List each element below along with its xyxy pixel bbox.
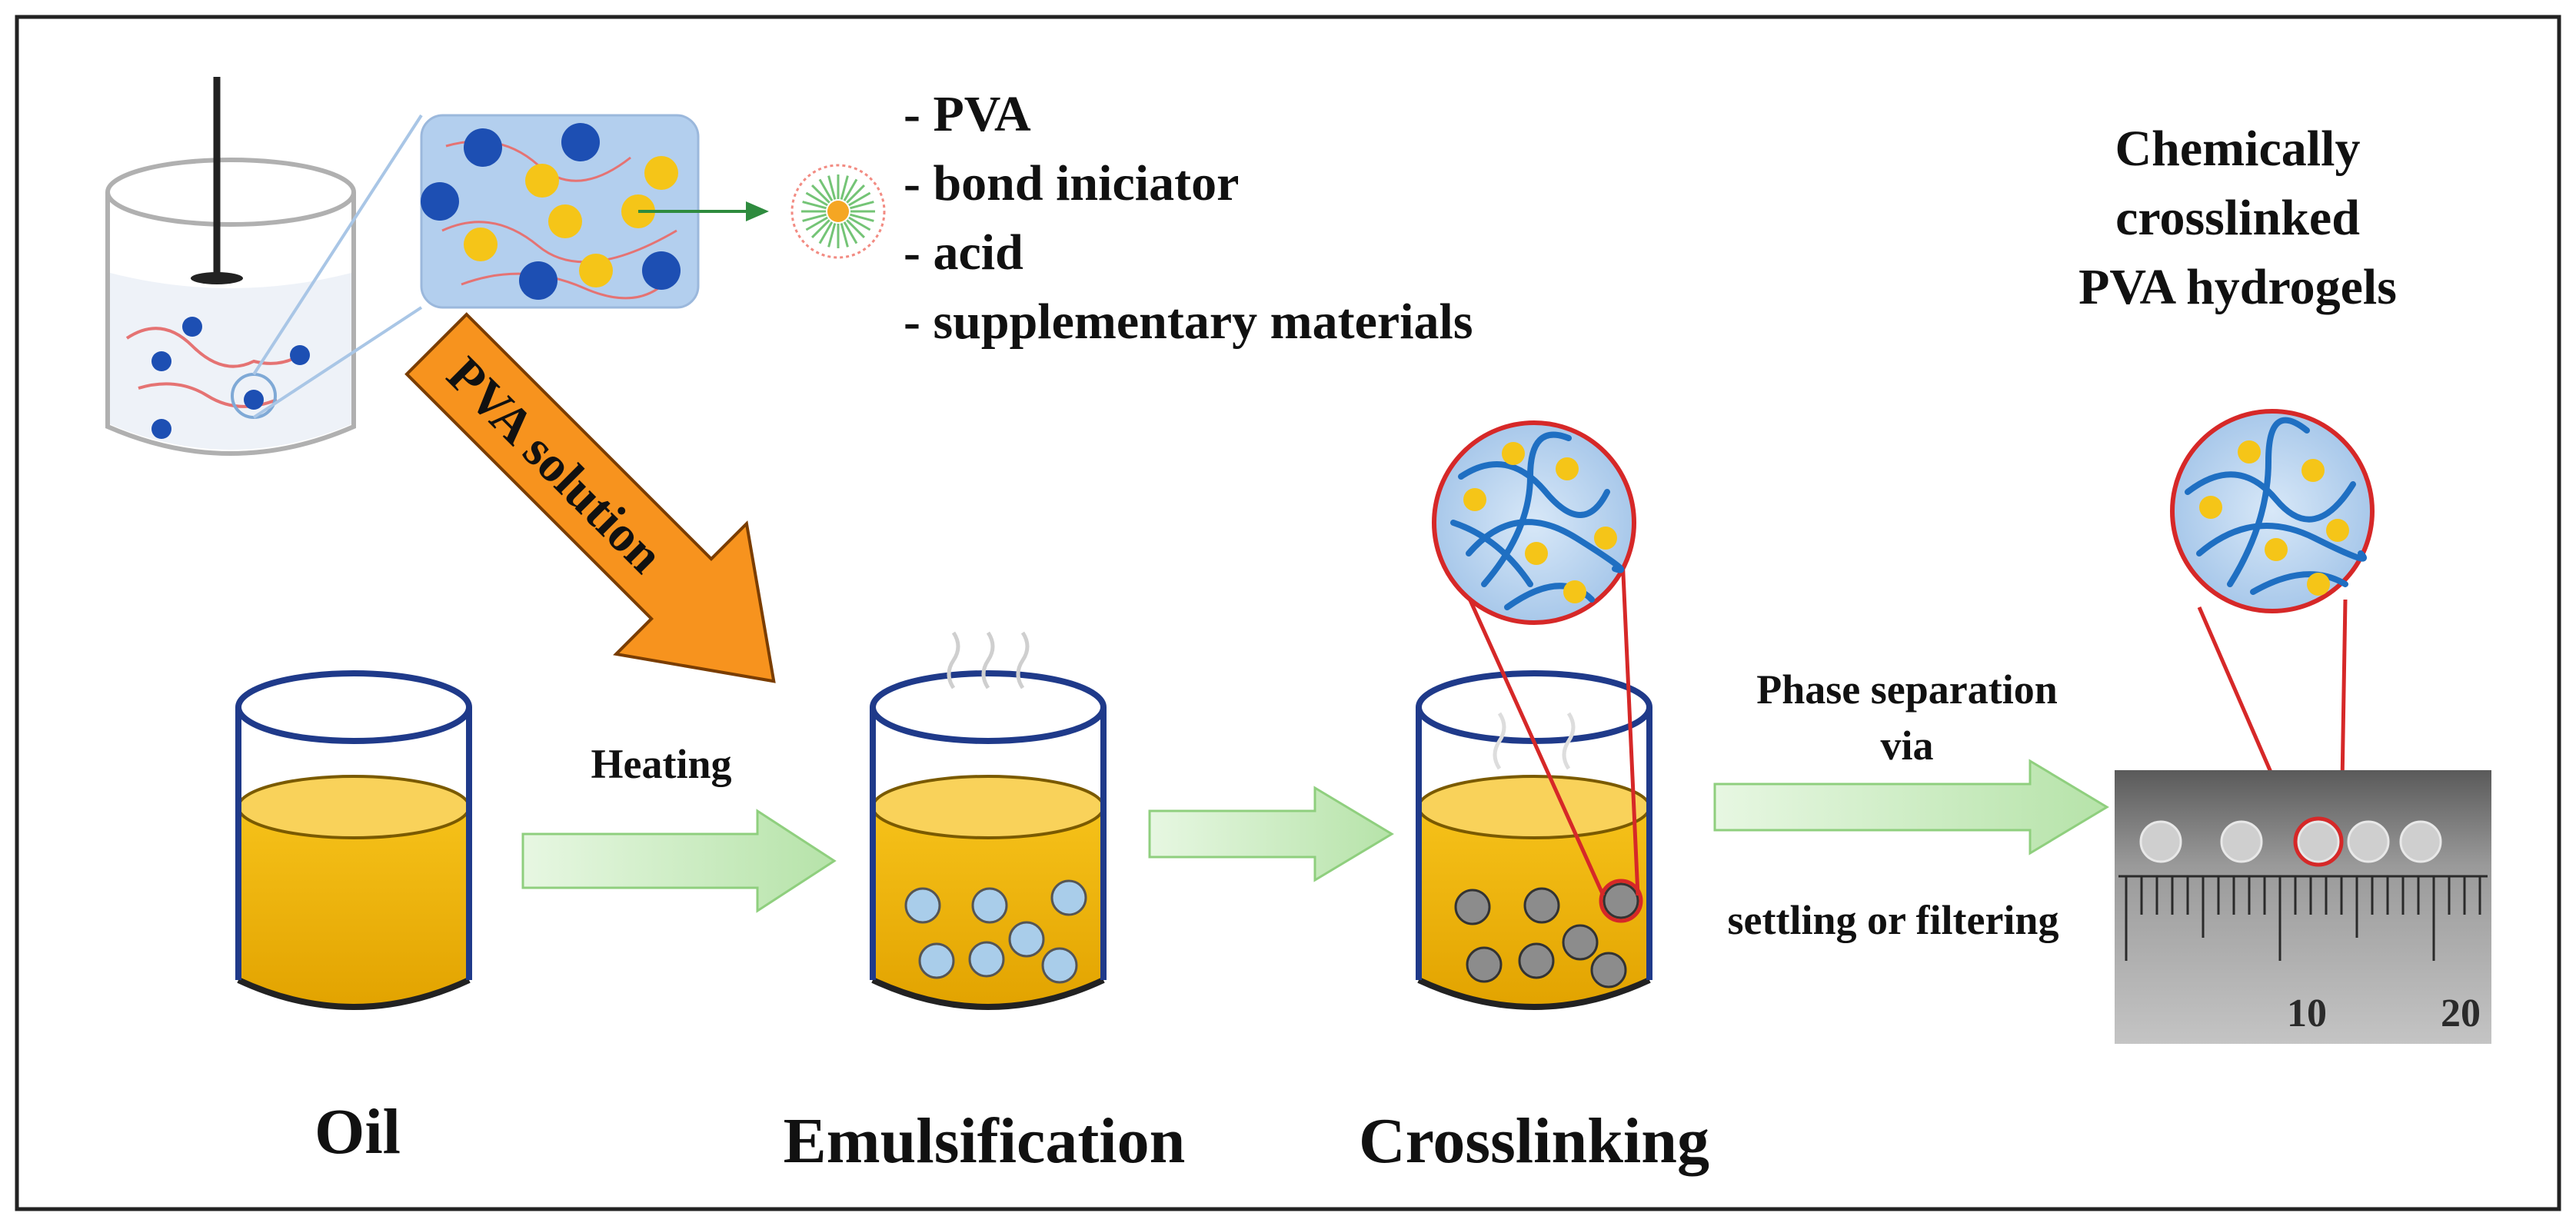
crosslinked-droplet <box>1603 882 1639 919</box>
initiator-starburst <box>790 164 886 259</box>
stirrer-blade <box>191 272 243 284</box>
crosslinked-droplet <box>1523 887 1560 924</box>
ingredient-list: - PVA - bond iniciator - acid - suppleme… <box>904 86 1473 350</box>
stage-label-emulsification: Emulsification <box>784 1105 1186 1177</box>
ingredient-item: - bond iniciator <box>904 155 1239 211</box>
emulsion-droplet <box>1050 879 1087 916</box>
stirred-beaker <box>105 77 423 456</box>
crosslinked-droplet <box>1454 889 1491 925</box>
oil-beaker <box>235 670 472 1010</box>
product-title-line: crosslinked <box>2115 190 2360 246</box>
product-title-line: PVA hydrogels <box>2078 259 2397 315</box>
crosslinked-droplet <box>1518 942 1555 979</box>
heating-label: Heating <box>591 741 732 787</box>
pva-particle <box>151 351 171 371</box>
emulsion-droplet <box>918 942 955 979</box>
separation-label-line2: via <box>1880 723 1933 769</box>
stage-label-crosslinking: Crosslinking <box>1359 1105 1709 1177</box>
separation-label-line1: Phase separation <box>1756 666 2058 713</box>
crosslinked-droplet <box>1590 952 1627 988</box>
stage-label-oil: Oil <box>315 1096 401 1168</box>
emulsification-beaker <box>870 631 1107 1010</box>
separation-label-line3: settling or filtering <box>1728 897 2059 943</box>
hydrogel-bead <box>2297 820 2340 863</box>
emulsion-droplet <box>904 887 941 924</box>
heating-arrow <box>521 809 837 913</box>
pva-particle <box>151 419 171 439</box>
hydrogel-network-zoom <box>2170 409 2375 829</box>
pva-particle <box>244 390 264 410</box>
crosslink-arrow <box>1148 786 1394 882</box>
hydrogel-bead <box>2139 820 2182 863</box>
emulsion-droplet <box>968 941 1005 978</box>
ingredient-item: - acid <box>904 224 1023 281</box>
hydrogel-bead <box>2399 820 2442 863</box>
emulsion-droplet <box>1041 947 1078 984</box>
ingredient-item: - supplementary materials <box>904 294 1473 350</box>
hydrogel-ruler-photo: 10 20 <box>2115 770 2491 1044</box>
ingredient-item: - PVA <box>904 86 1031 142</box>
pva-particle <box>290 345 310 365</box>
product-title: Chemically crosslinked PVA hydrogels <box>2078 121 2397 315</box>
emulsion-droplet <box>1008 921 1045 958</box>
hydrogel-bead <box>2347 820 2390 863</box>
solution-zoom-box <box>420 114 769 309</box>
product-title-line: Chemically <box>2115 121 2361 177</box>
crosslinked-droplet <box>1562 924 1599 961</box>
crosslinking-beaker <box>1416 544 1652 1010</box>
crosslink-network-zoom <box>1432 420 1636 625</box>
ruler-label-20: 20 <box>2441 992 2481 1035</box>
pva-particle <box>182 317 202 337</box>
ruler-label-10: 10 <box>2287 992 2327 1035</box>
hydrogel-bead <box>2220 820 2263 863</box>
emulsion-droplet <box>971 887 1008 924</box>
phase-separation-arrow <box>1713 759 2109 856</box>
crosslinked-droplet <box>1466 946 1503 983</box>
